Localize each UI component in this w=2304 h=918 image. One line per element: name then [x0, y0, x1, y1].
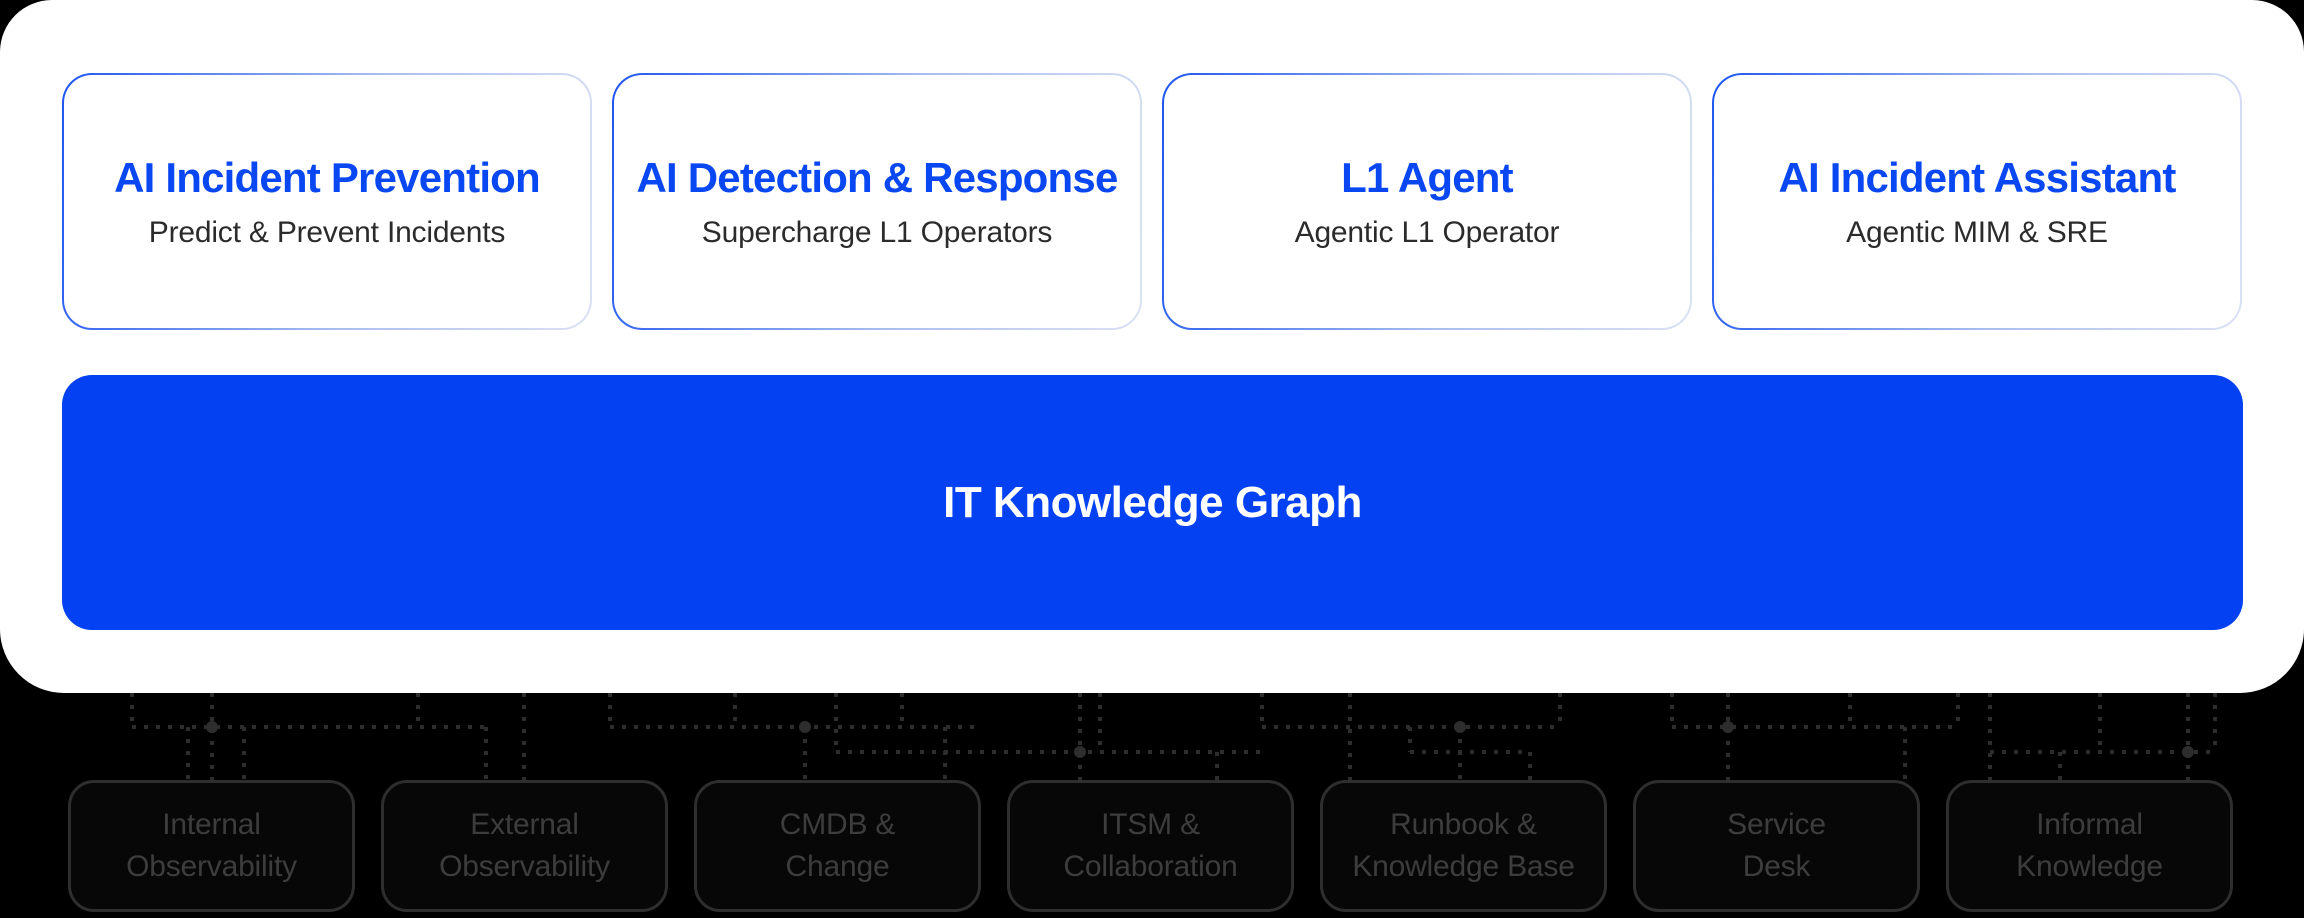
- product-card-body: AI Incident Assistant Agentic MIM & SRE: [1714, 75, 2240, 328]
- data-source-label-line: Knowledge: [2016, 850, 2163, 883]
- data-source-informal-knowledge: Informal Knowledge: [1946, 780, 2233, 912]
- data-source-label-line: Desk: [1742, 850, 1811, 883]
- data-source-cmdb-change: CMDB & Change: [694, 780, 981, 912]
- product-card-l1-agent[interactable]: L1 Agent Agentic L1 Operator: [1162, 73, 1692, 330]
- data-source-label-line: Change: [785, 850, 890, 883]
- data-source-service-desk: Service Desk: [1633, 780, 1920, 912]
- wire-junction-dot: [1454, 721, 1466, 733]
- knowledge-graph-title: IT Knowledge Graph: [943, 477, 1362, 527]
- product-card-subtitle: Supercharge L1 Operators: [701, 215, 1053, 249]
- product-card-ai-detection-response[interactable]: AI Detection & Response Supercharge L1 O…: [612, 73, 1142, 330]
- data-source-label-line: Informal: [2036, 808, 2143, 841]
- product-card-body: AI Incident Prevention Predict & Prevent…: [64, 75, 590, 328]
- diagram-canvas: AI Incident Prevention Predict & Prevent…: [0, 0, 2304, 693]
- wire-junction-dot: [206, 721, 218, 733]
- wire-junction-dot: [1074, 746, 1086, 758]
- data-source-label-line: Knowledge Base: [1352, 850, 1575, 883]
- knowledge-graph-bar: IT Knowledge Graph: [62, 375, 2243, 630]
- data-source-row: Internal Observability External Observab…: [68, 780, 2233, 912]
- wire-junction-dot: [799, 721, 811, 733]
- data-source-label-line: Service: [1727, 808, 1826, 841]
- product-card-subtitle: Predict & Prevent Incidents: [148, 215, 506, 249]
- data-source-label-line: External: [470, 808, 579, 841]
- product-card-row: AI Incident Prevention Predict & Prevent…: [62, 73, 2242, 330]
- product-card-title: L1 Agent: [1341, 153, 1514, 201]
- data-source-label-line: Collaboration: [1063, 850, 1238, 883]
- product-card-body: AI Detection & Response Supercharge L1 O…: [614, 75, 1140, 328]
- data-source-label-line: Runbook &: [1390, 808, 1537, 841]
- data-source-label-line: ITSM &: [1101, 808, 1200, 841]
- data-source-runbook-knowledge-base: Runbook & Knowledge Base: [1320, 780, 1607, 912]
- data-source-label-line: Observability: [439, 850, 610, 883]
- wire-junction-dot: [1722, 721, 1734, 733]
- data-source-label-line: CMDB &: [779, 808, 896, 841]
- product-card-ai-incident-prevention[interactable]: AI Incident Prevention Predict & Prevent…: [62, 73, 592, 330]
- product-card-title: AI Incident Assistant: [1778, 153, 2176, 201]
- product-card-title: AI Incident Prevention: [114, 153, 541, 201]
- dotted-wire-paths: [130, 693, 2217, 780]
- data-source-internal-observability: Internal Observability: [68, 780, 355, 912]
- product-card-body: L1 Agent Agentic L1 Operator: [1164, 75, 1690, 328]
- data-source-itsm-collaboration: ITSM & Collaboration: [1007, 780, 1294, 912]
- product-card-subtitle: Agentic L1 Operator: [1294, 215, 1560, 249]
- product-card-subtitle: Agentic MIM & SRE: [1846, 215, 2108, 249]
- product-card-ai-incident-assistant[interactable]: AI Incident Assistant Agentic MIM & SRE: [1712, 73, 2242, 330]
- wire-junction-dot: [2182, 746, 2194, 758]
- data-source-label-line: Internal: [162, 808, 261, 841]
- data-source-label-line: Observability: [126, 850, 297, 883]
- product-card-title: AI Detection & Response: [636, 153, 1118, 201]
- data-source-external-observability: External Observability: [381, 780, 668, 912]
